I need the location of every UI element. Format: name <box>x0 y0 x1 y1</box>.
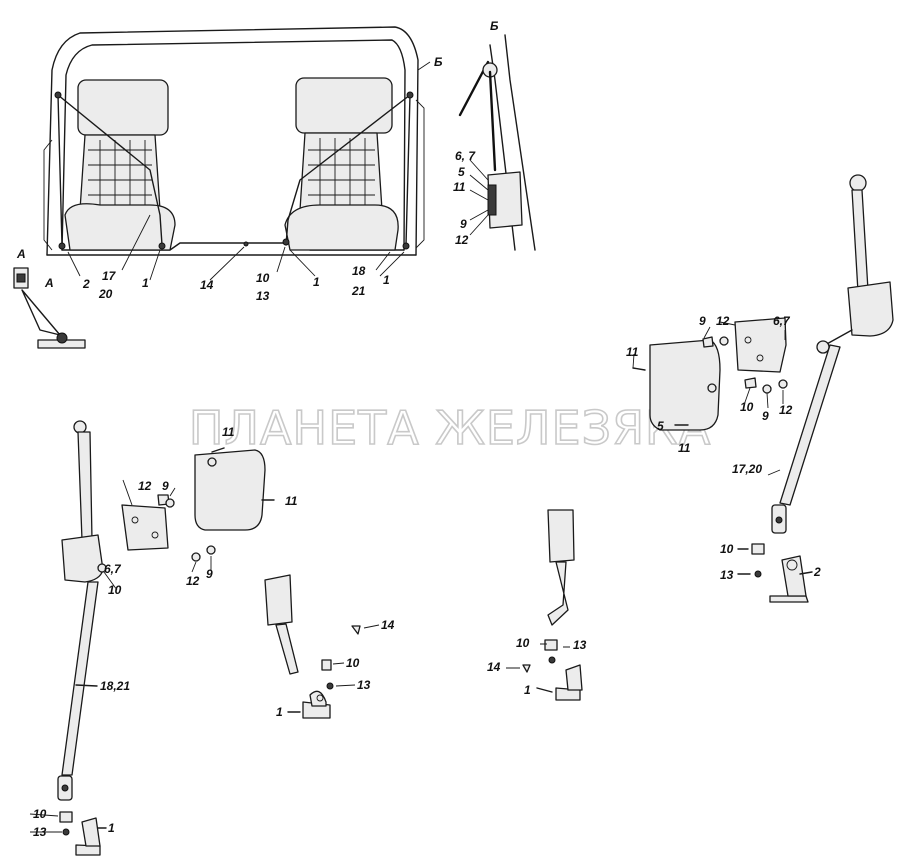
callout-labels: 6, 7 5 11 9 12 2 17 20 1 14 10 13 1 18 2… <box>33 149 821 839</box>
right-seat <box>284 77 399 251</box>
callout-label: 10 <box>516 636 530 650</box>
callout-label: 10 <box>108 583 122 597</box>
callout-label: 5 <box>458 165 465 179</box>
callout-label: 1 <box>108 821 115 835</box>
callout-label: 9 <box>162 479 169 493</box>
callout-label: 14 <box>487 660 501 674</box>
callout-label: 11 <box>678 441 691 455</box>
view-b-marker: Б <box>434 55 443 69</box>
leader-lines <box>29 387 784 833</box>
callout-label: 13 <box>256 289 270 303</box>
callout-label: 18 <box>352 264 366 278</box>
callout-label: 1 <box>383 273 390 287</box>
callout-label: 13 <box>357 678 371 692</box>
callout-label: 12 <box>716 314 730 328</box>
callout-label: 9 <box>699 314 706 328</box>
callout-label: 17,20 <box>732 462 762 476</box>
callout-label: 11 <box>626 345 639 359</box>
callout-label: 13 <box>573 638 587 652</box>
view-b-label: Б <box>490 19 499 33</box>
right-anchor <box>737 543 813 578</box>
callout-label: 14 <box>381 618 395 632</box>
callout-label: 6, 7 <box>455 149 476 163</box>
callout-label: 9 <box>206 567 213 581</box>
callout-label: 1 <box>276 705 283 719</box>
callout-label: 11 <box>222 425 235 439</box>
callout-label: 10 <box>256 271 270 285</box>
callout-label: 17 <box>102 269 117 283</box>
callout-label: 9 <box>460 217 467 231</box>
callout-label: 10 <box>33 807 47 821</box>
view-a-detail: А А <box>13 247 86 349</box>
callout-label: 1 <box>313 275 320 289</box>
callout-label: 12 <box>138 479 152 493</box>
callout-label: 12 <box>455 233 469 247</box>
callout-label: 10 <box>740 400 754 414</box>
left-seat <box>64 79 176 251</box>
right-trim-cover-group <box>632 317 788 431</box>
bottom-left-anchor <box>59 811 107 856</box>
view-a-label: А <box>16 247 26 261</box>
callout-label: 11 <box>453 180 466 194</box>
buckle-stalk-right <box>522 509 583 701</box>
view-b-detail: Б Б <box>434 19 536 251</box>
left-trim-cover-group <box>121 447 275 562</box>
cab-rear-view <box>43 26 431 281</box>
callout-label: 10 <box>346 656 360 670</box>
callout-label: 2 <box>82 277 90 291</box>
callout-label: 11 <box>285 494 298 508</box>
callout-label: 18,21 <box>100 679 130 693</box>
callout-label: 12 <box>186 574 200 588</box>
callout-label: 12 <box>779 403 793 417</box>
callout-label: 6,7 <box>773 314 791 328</box>
callout-label: 1 <box>142 276 149 290</box>
watermark-text: ПЛАНЕТА ЖЕЛЕЗЯКА <box>189 401 711 455</box>
callout-label: 9 <box>762 409 769 423</box>
buckle-stalk-left <box>264 574 361 719</box>
callout-label: 1 <box>524 683 531 697</box>
callout-label: 2 <box>813 565 821 579</box>
callout-label: 14 <box>200 278 214 292</box>
callout-label: 5 <box>657 419 664 433</box>
callout-label: 10 <box>720 542 734 556</box>
callout-label: 13 <box>720 568 734 582</box>
left-retractor-belt <box>57 420 107 801</box>
view-a-marker: А <box>44 276 54 290</box>
right-retractor-belt <box>767 174 894 603</box>
callout-label: 6,7 <box>104 562 122 576</box>
callout-label: 21 <box>351 284 366 298</box>
callout-label: 20 <box>98 287 113 301</box>
